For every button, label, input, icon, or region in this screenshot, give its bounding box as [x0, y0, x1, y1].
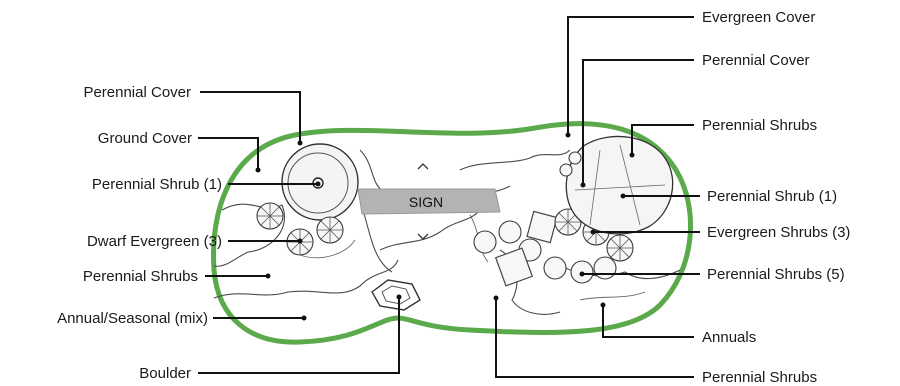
label-perennial-cover-left: Perennial Cover: [83, 84, 191, 101]
label-perennial-shrubs-bottom: Perennial Shrubs: [702, 369, 817, 386]
perennial-shrubs-cluster: [473, 210, 617, 287]
boulder: [371, 279, 421, 311]
label-evergreen-cover: Evergreen Cover: [702, 9, 815, 26]
leader-lines-right: [493, 16, 700, 378]
sign-label: SIGN: [409, 194, 443, 210]
leader-lines-left: [198, 91, 402, 374]
label-perennial-shrubs-5: Perennial Shrubs (5): [707, 266, 845, 283]
perennial-cover-right: [565, 135, 674, 235]
label-perennial-cover-right: Perennial Cover: [702, 52, 810, 69]
label-perennial-shrub-right: Perennial Shrub (1): [707, 188, 837, 205]
labels-left: Perennial Cover Ground Cover Perennial S…: [57, 84, 222, 382]
direction-carets: [417, 163, 429, 240]
label-boulder: Boulder: [139, 365, 191, 382]
label-evergreen-shrubs: Evergreen Shrubs (3): [707, 224, 850, 241]
label-annuals: Annuals: [702, 329, 756, 346]
perennial-cover-circle: [281, 143, 359, 221]
label-dwarf-evergreen: Dwarf Evergreen (3): [87, 233, 222, 250]
labels-right: Evergreen Cover Perennial Cover Perennia…: [702, 9, 850, 386]
label-perennial-shrub-left: Perennial Shrub (1): [92, 176, 222, 193]
sign: SIGN: [357, 188, 501, 215]
evergreen-cover-nodes: [559, 151, 582, 177]
label-ground-cover: Ground Cover: [98, 130, 192, 147]
label-annual-seasonal: Annual/Seasonal (mix): [57, 310, 208, 327]
label-perennial-shrubs-left: Perennial Shrubs: [83, 268, 198, 285]
label-perennial-shrubs-top-right: Perennial Shrubs: [702, 117, 817, 134]
